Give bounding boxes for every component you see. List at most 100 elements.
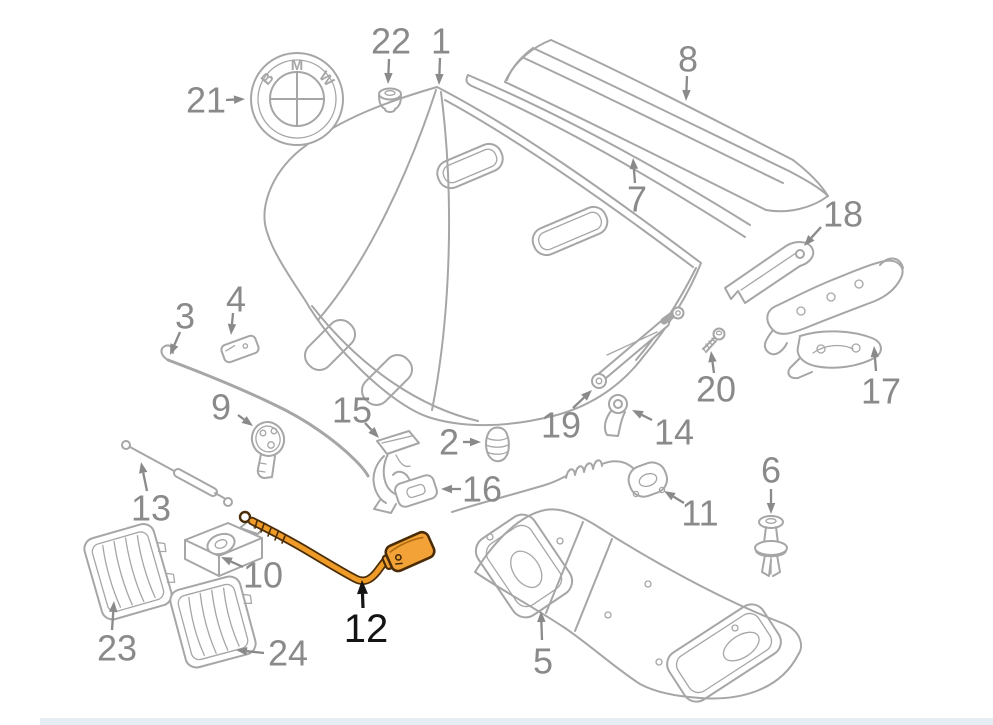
part-hinge-bolt <box>702 327 726 353</box>
callout-arrow-line <box>230 560 244 569</box>
part-number-label: 18 <box>823 194 863 235</box>
part-grommet-plug <box>378 87 402 113</box>
part-lock-lower-section <box>184 517 267 577</box>
part-number-label: 17 <box>861 371 901 412</box>
callout-arrow-line <box>873 356 878 372</box>
part-bmw-emblem: B M W <box>250 52 344 146</box>
part-number-label: 8 <box>678 39 698 80</box>
callout-arrowhead <box>435 73 444 85</box>
callout-arrow-line <box>672 495 685 504</box>
part-number-label: 24 <box>268 633 308 674</box>
callout-23-kidney-grille-left: 23 <box>97 601 137 669</box>
callout-5-sound-insulation-pad: 5 <box>533 611 553 682</box>
part-tension-spring <box>121 440 233 507</box>
callout-6-expansion-rivet: 6 <box>761 450 781 514</box>
callout-20-hinge-bolt: 20 <box>696 351 736 410</box>
callout-24-kidney-grille-right: 24 <box>236 633 308 674</box>
part-striker-plate <box>394 474 438 508</box>
part-rear-sealing-strip <box>465 74 751 238</box>
callout-arrowhead <box>804 234 815 246</box>
emblem-letter-m: M <box>291 57 304 74</box>
part-number-label: 15 <box>332 390 372 431</box>
callout-arrowhead <box>109 601 118 613</box>
part-number-label: 13 <box>131 488 171 529</box>
callout-arrow-line <box>246 650 265 655</box>
part-expansion-rivet <box>754 515 788 577</box>
callout-21-bmw-emblem: 21 <box>186 80 245 121</box>
part-rod-clip <box>220 334 260 364</box>
callout-22-grommet-plug: 22 <box>371 21 411 84</box>
callout-17-hood-hinge: 17 <box>861 346 901 412</box>
callout-15-hood-latch: 15 <box>332 390 379 438</box>
callout-arrow-line <box>632 168 637 184</box>
callout-11-lock-bowden-cable: 11 <box>664 491 719 534</box>
part-sound-insulation-pad <box>474 508 802 703</box>
callout-8-cowl-cover-strip: 8 <box>678 39 698 101</box>
part-number-label: 22 <box>371 21 411 62</box>
callout-10-lock-lower-section: 10 <box>221 555 283 596</box>
callout-arrowhead <box>384 72 393 84</box>
callout-arrowhead <box>664 491 676 501</box>
part-kidney-grille-left <box>83 523 176 621</box>
callout-arrowhead <box>581 390 592 401</box>
part-cowl-cover-strip <box>504 39 829 213</box>
callout-arrowhead <box>236 646 248 656</box>
part-kidney-grille-right <box>169 575 257 669</box>
part-number-label: 5 <box>533 641 553 682</box>
callout-arrow-line <box>110 611 115 631</box>
callout-arrowhead <box>632 410 644 419</box>
part-number-label: 10 <box>243 555 283 596</box>
callout-arrow-line <box>711 361 716 374</box>
callout-arrowhead <box>708 351 717 363</box>
callout-arrowhead <box>870 346 880 358</box>
callout-16-striker-plate: 16 <box>441 469 502 510</box>
part-number-label: 14 <box>654 412 694 453</box>
callout-arrow-line <box>360 593 365 609</box>
part-number-label: 11 <box>681 493 718 534</box>
callout-18-hinge-bracket: 18 <box>804 194 863 246</box>
callout-3-release-rod: 3 <box>170 296 195 355</box>
part-number-label: 21 <box>186 80 226 121</box>
part-number-label: 19 <box>541 405 581 446</box>
part-number-label: 16 <box>462 469 502 510</box>
callout-arrow-line <box>173 331 182 346</box>
callout-arrowhead <box>241 416 253 426</box>
callout-arrow-line <box>364 422 373 431</box>
part-number-label: 1 <box>431 21 451 62</box>
callout-19-gas-strut: 19 <box>541 390 592 446</box>
part-hood-panel <box>263 86 702 427</box>
part-number-label: 9 <box>211 387 231 428</box>
callout-arrow-line <box>572 396 585 409</box>
part-hood-hinge <box>763 257 904 380</box>
callout-arrow-line <box>142 472 149 492</box>
callout-arrow-line <box>641 413 653 422</box>
callout-arrowhead <box>368 427 379 438</box>
part-key <box>250 421 286 479</box>
part-number-label: 20 <box>696 369 736 410</box>
part-number-label: 7 <box>627 179 647 220</box>
part-number-label: 2 <box>439 422 459 463</box>
callout-arrowhead <box>629 158 639 170</box>
part-number-label: 4 <box>226 279 246 320</box>
callout-arrow-line <box>810 226 822 239</box>
part-number-label: 12 <box>344 607 389 651</box>
callout-arrow-line <box>230 312 235 325</box>
part-hinge-bracket <box>724 241 815 304</box>
callout-arrow-line <box>438 57 442 75</box>
callout-7-rear-sealing-strip: 7 <box>627 158 647 220</box>
callout-arrowhead <box>233 95 245 104</box>
callout-12-release-cable-handle: 12 <box>344 580 389 651</box>
callout-4-rod-clip: 4 <box>226 279 246 335</box>
bottom-edge-strip <box>40 718 993 725</box>
callout-arrowhead <box>170 343 179 355</box>
part-number-label: 6 <box>761 450 781 491</box>
callout-arrowhead <box>682 89 691 101</box>
callout-1-hood-panel: 1 <box>431 21 451 85</box>
callout-14-ball-socket: 14 <box>632 410 694 453</box>
callout-arrowhead <box>766 503 776 514</box>
callout-2-rubber-buffer: 2 <box>439 422 481 463</box>
callout-arrow-line <box>540 621 544 641</box>
